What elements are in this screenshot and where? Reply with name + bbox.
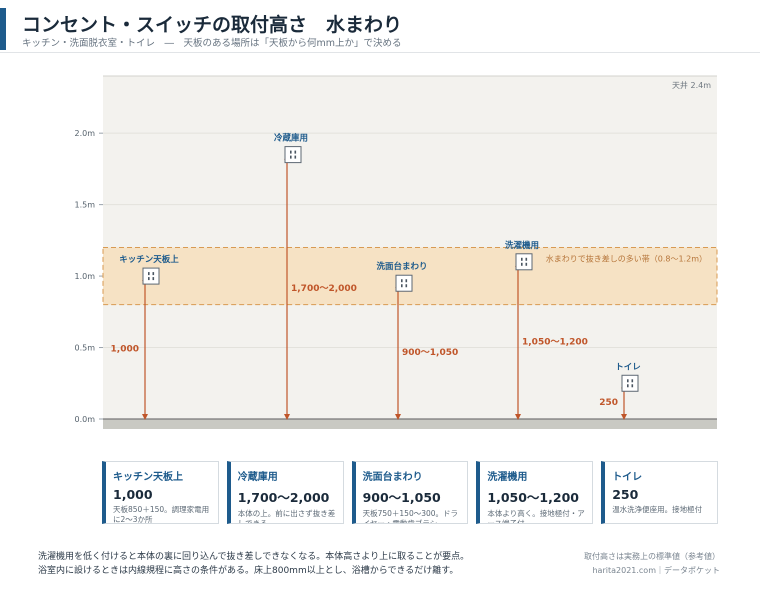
card-note: 本体より高く。接地極付・アース端子付 [487,509,585,524]
card-value: 1,000 [113,487,153,502]
card-note: 天板850＋150。調理家電用に2〜3か所 [113,505,210,524]
footer-line-1: 洗濯機用を低く付けると本体の裏に回り込んで抜き差しできなくなる。本体高さより上に… [38,552,470,562]
outlet-slot [521,257,523,261]
band-label: 水まわりで抜き差しの多い帯（0.8〜1.2m） [546,254,707,264]
card-value: 1,050〜1,200 [487,490,579,505]
height-diagram: 天井 2.4m 0.0m 0.5m 1.0m 1.5m 2.0m 水まわりで抜き差しの多い帯… [74,75,718,429]
footer-notes: 洗濯機用を低く付けると本体の裏に回り込んで抜き差しできなくなる。本体高さより上に… [38,550,469,579]
outlet-icon [515,253,533,271]
dimension-label: 1,000 [111,345,139,355]
y-tick-label: 0.0m [74,415,95,424]
header-accent-bar [0,8,6,50]
card-toilet: トイレ 250 温水洗浄便座用。接地極付 [601,461,718,524]
floor-slab [103,419,717,429]
outlet-name: トイレ [615,362,641,372]
outlet-slot [290,150,292,154]
ceiling-label: 天井 2.4m [672,80,711,90]
y-tick-label: 2.0m [74,129,95,138]
outlet-slot [627,379,629,383]
outlet-slot [631,379,634,383]
page-subtitle: キッチン・洗面脱衣室・トイレ ― 天板のある場所は「天板から何mm上か」で決める [22,38,402,49]
outlet-slot [401,284,403,288]
card-value: 900〜1,050 [362,490,441,505]
outlet-slot [521,262,523,266]
card-note: 天板750＋150〜300。ドライヤー・電動歯ブラシ [362,509,459,524]
header-divider [0,52,760,53]
outlet-slot [294,150,297,154]
footer-line-2: 浴室内に設けるときは内線規程に高さの条件がある。床上800mm以上とし、浴槽から… [38,566,459,577]
outlet-name: 洗濯機用 [505,240,539,251]
y-tick-label: 1.0m [74,272,95,281]
card-note: 温水洗浄便座用。接地極付 [612,505,703,514]
card-name: 冷蔵庫用 [237,472,278,483]
outlet-slot [525,257,528,261]
outlet-slot [148,272,150,276]
outlet-name: 冷蔵庫用 [274,133,308,144]
outlet-icon [284,146,302,164]
outlet-slot [405,284,408,288]
footer-meta: 取付高さは実務上の標準値（参考値） harita2021.com｜データポケット [584,550,720,577]
card-value: 1,700〜2,000 [237,490,330,505]
outlet-slot [631,384,634,388]
outlet-slot [525,262,528,266]
card-name: トイレ [612,472,643,483]
footer-reference-note: 取付高さは実務上の標準値（参考値） [584,552,720,561]
outlet-icon [142,267,160,285]
outlet-icon [621,374,639,392]
outlet-name: キッチン天板上 [119,254,179,265]
outlet-slot [627,384,629,388]
outlet-slot [294,155,297,159]
outlet-slot [152,277,155,281]
card-name: キッチン天板上 [113,472,183,483]
card-fridge: 冷蔵庫用 1,700〜2,000 本体の上。前に出さず抜き差しできる [226,461,344,524]
page-title: コンセント・スイッチの取付高さ 水まわり [22,14,403,36]
dimension-label: 1,050〜1,200 [522,337,588,347]
dimension-label: 900〜1,050 [402,348,458,358]
outlet-icon [395,274,413,292]
dimension-label: 250 [599,398,618,408]
footer-credit: harita2021.com｜データポケット [592,565,720,575]
card-washer: 洗濯機用 1,050〜1,200 本体より高く。接地極付・アース端子付 [476,461,594,524]
outlet-slot [152,272,155,276]
card-name: 洗面台まわり [362,472,423,483]
outlet-slot [401,279,403,283]
dimension-label: 1,700〜2,000 [291,284,357,294]
card-value: 250 [612,487,639,502]
card-kitchen: キッチン天板上 1,000 天板850＋150。調理家電用に2〜3か所 [102,461,219,524]
outlet-name: 洗面台まわり [376,261,427,272]
outlet-cards: キッチン天板上 1,000 天板850＋150。調理家電用に2〜3か所 冷蔵庫用… [102,461,718,524]
outlet-slot [405,279,408,283]
card-name: 洗濯機用 [487,472,528,483]
outlet-slot [290,155,292,159]
card-note: 本体の上。前に出さず抜き差しできる [237,509,336,524]
y-tick-label: 1.5m [74,201,95,210]
y-tick-label: 0.5m [74,344,95,353]
card-washbasin: 洗面台まわり 900〜1,050 天板750＋150〜300。ドライヤー・電動歯… [351,461,469,524]
outlet-slot [148,277,150,281]
